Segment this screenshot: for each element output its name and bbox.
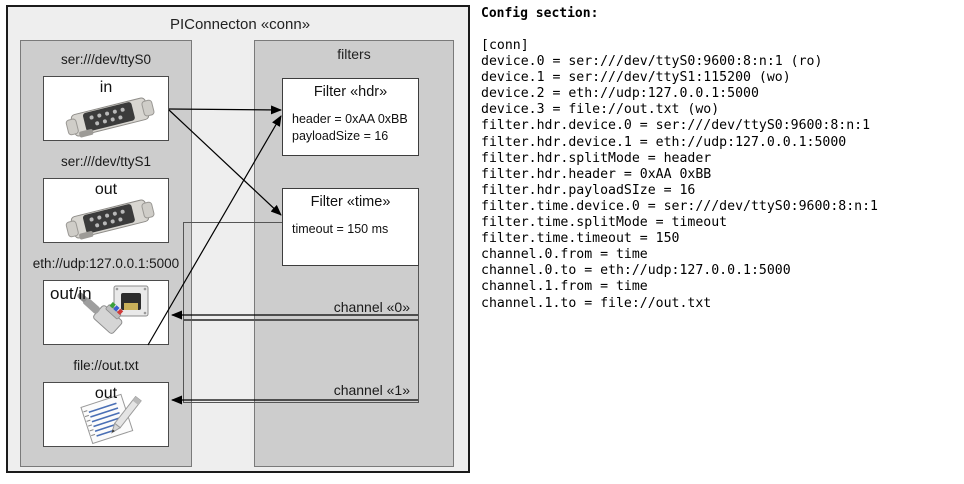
config-line: filter.hdr.splitMode = header <box>481 150 712 166</box>
device-label-ser-ttyS0: ser:///dev/ttyS0 <box>60 52 152 67</box>
device-card-eth-udp[interactable]: out/in <box>43 280 169 345</box>
device-io-out: out <box>94 181 118 198</box>
config-line: channel.0.from = time <box>481 247 648 263</box>
filter-props-hdr: header = 0xAA 0xBB payloadSize = 16 <box>292 111 408 145</box>
device-card-ser-ttyS1[interactable]: out <box>43 178 169 243</box>
config-heading: Config section: <box>481 6 599 21</box>
config-line: device.0 = ser:///dev/ttyS0:9600:8:n:1 (… <box>481 54 823 70</box>
device-card-ser-ttyS0[interactable]: in <box>43 76 169 141</box>
config-line: device.3 = file://out.txt (wo) <box>481 102 720 118</box>
filter-prop: header = 0xAA 0xBB <box>292 112 408 126</box>
device-io-out: out <box>94 385 118 402</box>
config-line: [conn] <box>481 38 529 53</box>
filter-prop: timeout = 150 ms <box>292 222 389 236</box>
config-section: Config section: [conn]device.0 = ser:///… <box>481 6 959 312</box>
device-card-file-out[interactable]: out <box>43 382 169 447</box>
device-label-eth-udp: eth://udp:127.0.0.1:5000 <box>32 256 180 271</box>
device-io-in: in <box>99 79 113 96</box>
config-line: filter.time.splitMode = timeout <box>481 215 728 231</box>
config-body: [conn]device.0 = ser:///dev/ttyS0:9600:8… <box>481 38 959 312</box>
config-line: device.2 = eth://udp:127.0.0.1:5000 <box>481 86 759 102</box>
config-line: channel.0.to = eth://udp:127.0.0.1:5000 <box>481 263 791 279</box>
config-line: filter.hdr.device.0 = ser:///dev/ttyS0:9… <box>481 118 871 134</box>
channel-box-1: channel «1» <box>183 320 419 403</box>
serial-port-icon <box>65 199 155 240</box>
page-title: PIConnecton «conn» <box>169 16 311 33</box>
filter-prop: payloadSize = 16 <box>292 129 389 143</box>
filter-card-hdr[interactable]: Filter «hdr» header = 0xAA 0xBB payloadS… <box>282 78 419 156</box>
config-line: channel.1.to = file://out.txt <box>481 295 712 311</box>
device-label-file-out: file://out.txt <box>73 358 139 373</box>
filter-title-time: Filter «time» <box>310 194 391 210</box>
config-line: filter.time.timeout = 150 <box>481 231 680 247</box>
config-line: filter.hdr.header = 0xAA 0xBB <box>481 166 712 182</box>
serial-port-icon <box>65 97 155 138</box>
config-line: device.1 = ser:///dev/ttyS1:115200 (wo) <box>481 70 791 86</box>
filter-card-time[interactable]: Filter «time» timeout = 150 ms <box>282 188 419 266</box>
config-line: filter.time.device.0 = ser:///dev/ttyS0:… <box>481 198 878 214</box>
channel-label-0: channel «0» <box>333 299 410 315</box>
filters-panel-title: filters <box>337 46 371 62</box>
filter-props-time: timeout = 150 ms <box>292 221 388 238</box>
device-io-out-in: out/in <box>50 284 92 303</box>
channel-label-1: channel «1» <box>333 382 410 398</box>
config-line: filter.hdr.payloadSIze = 16 <box>481 182 696 198</box>
filter-title-hdr: Filter «hdr» <box>313 84 388 100</box>
config-line: channel.1.from = time <box>481 279 648 295</box>
device-label-ser-ttyS1: ser:///dev/ttyS1 <box>60 154 152 169</box>
config-line: filter.hdr.device.1 = eth://udp:127.0.0.… <box>481 134 847 150</box>
